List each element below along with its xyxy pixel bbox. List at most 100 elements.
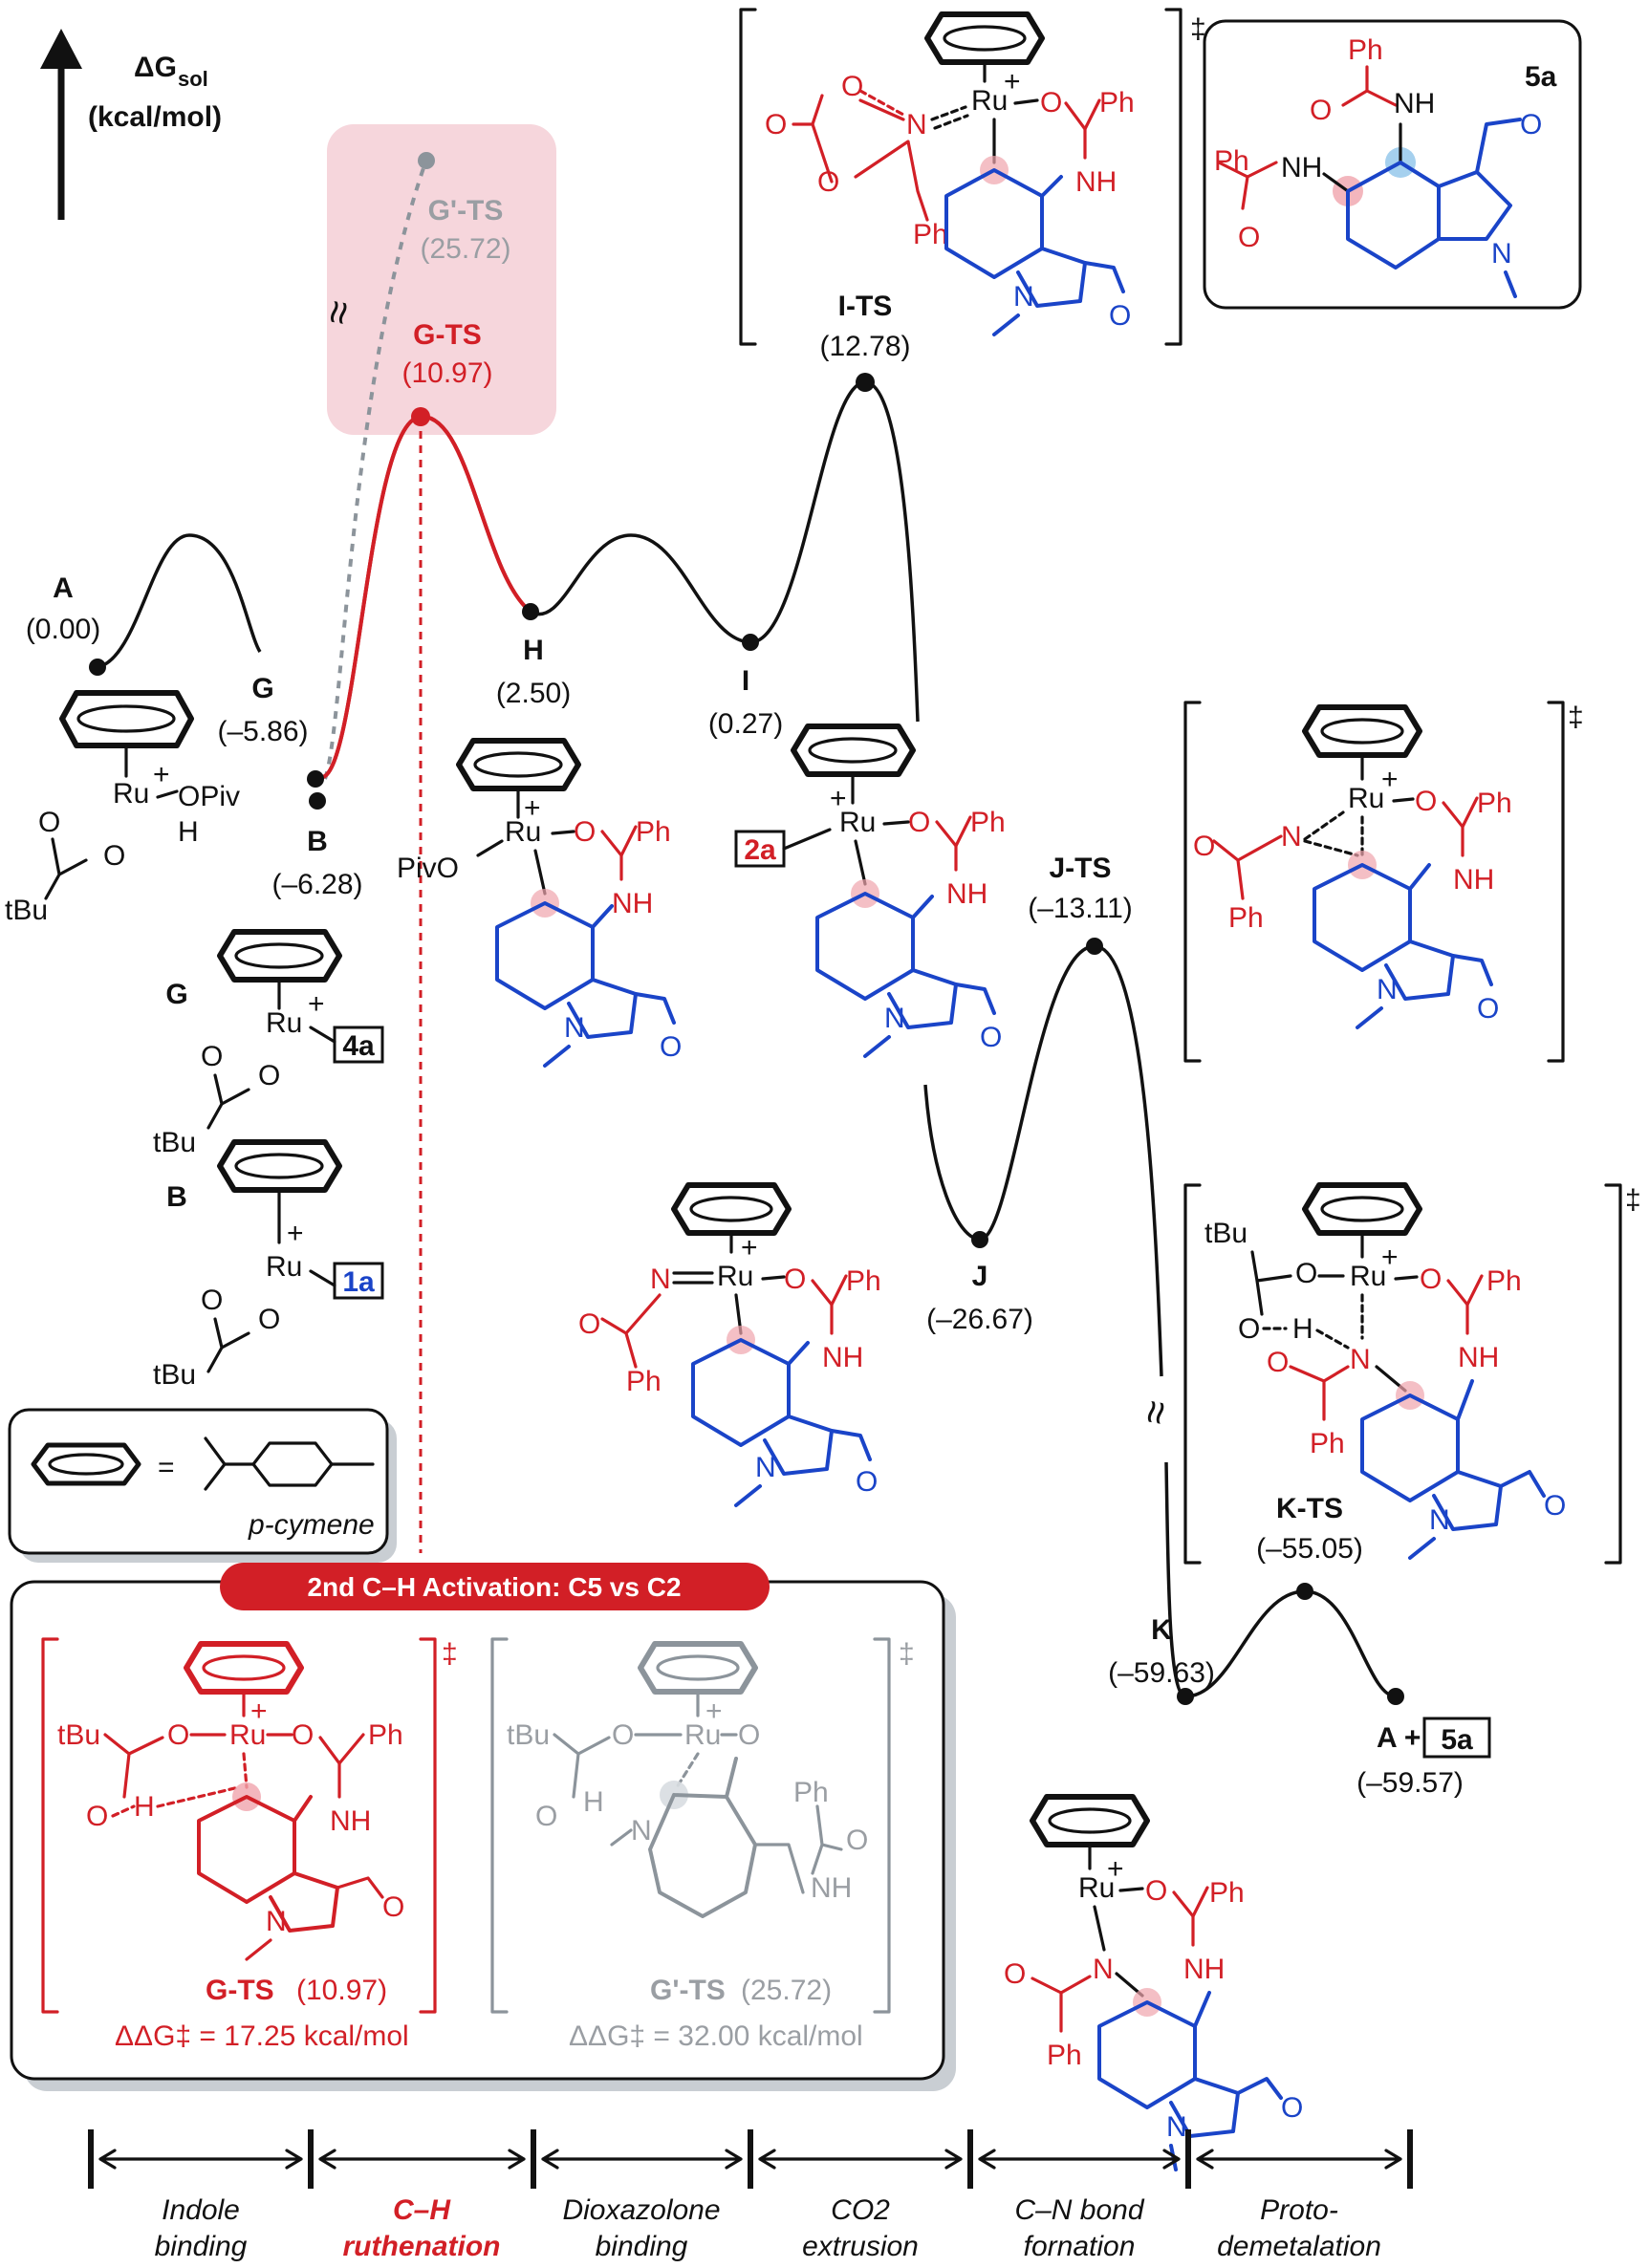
energy-J: (–26.67) [926, 1304, 1033, 1335]
point-G-prime-TS [418, 152, 435, 169]
svg-text:Ru: Ru [1350, 1261, 1386, 1292]
svg-text:‡: ‡ [1568, 702, 1584, 733]
inset-gpts-ddg: ΔΔG‡ = 32.00 kcal/mol [569, 2020, 863, 2052]
stage-6-line2: demetalation [1217, 2231, 1381, 2262]
svg-text:Ph: Ph [1486, 1265, 1522, 1297]
point-K-TS [1296, 1583, 1313, 1600]
svg-text:tBu: tBu [507, 1719, 550, 1751]
svg-text:+: + [705, 1696, 723, 1727]
svg-text:Ru: Ru [266, 1251, 302, 1283]
stage-6-line1: Proto- [1260, 2194, 1338, 2226]
stage-bar: Indole binding C–H ruthenation Dioxazolo… [88, 2129, 1413, 2262]
structure-K-TS: ‡ Ru + O Ph NH tBu O O H N O Ph N O [1183, 1182, 1641, 1565]
svg-text:O: O [1520, 109, 1542, 140]
svg-text:tBu: tBu [153, 1359, 196, 1391]
label-final: A + [1377, 1722, 1421, 1754]
svg-text:H: H [583, 1786, 604, 1818]
svg-text:O: O [574, 816, 596, 848]
svg-text:O: O [1415, 786, 1437, 817]
svg-text:NH: NH [1453, 864, 1494, 896]
svg-text:Ru: Ru [266, 1007, 302, 1039]
svg-text:4a: 4a [342, 1030, 375, 1062]
svg-text:O: O [1267, 1347, 1289, 1378]
svg-text:Ru: Ru [684, 1719, 721, 1751]
point-final [1387, 1688, 1404, 1705]
svg-text:NH: NH [612, 888, 653, 919]
structure-B-inset: B Ru + 1a O O tBu [153, 1139, 384, 1391]
axis-label: ΔG [134, 52, 177, 83]
svg-text:O: O [1238, 1313, 1260, 1345]
product-5a-structure: 5a Ph O NH NH Ph O N O [1203, 19, 1582, 310]
cymene-legend: = p-cymene [8, 1408, 397, 1563]
svg-text:+: + [287, 1218, 304, 1249]
inset-gts-ddg: ΔΔG‡ = 17.25 kcal/mol [115, 2020, 409, 2052]
label-K-TS: K-TS [1276, 1493, 1343, 1524]
svg-text:O: O [167, 1719, 189, 1751]
label-I-TS: I-TS [838, 291, 893, 322]
stage-4-line2: extrusion [802, 2231, 919, 2262]
point-I-TS [856, 373, 875, 392]
svg-text:Ph: Ph [368, 1719, 403, 1751]
svg-text:O: O [1004, 1958, 1026, 1990]
inset-gts-energy: (10.97) [296, 1975, 387, 2006]
svg-text:O: O [856, 1466, 878, 1498]
svg-text:5a: 5a [1525, 61, 1557, 93]
svg-text:O: O [1145, 1875, 1167, 1907]
svg-text:O: O [578, 1308, 600, 1340]
svg-text:N: N [1093, 1954, 1114, 1985]
svg-text:PivO: PivO [397, 853, 459, 884]
break-mark-2: ≈ [1131, 1397, 1181, 1428]
svg-text:Ph: Ph [1228, 902, 1264, 934]
svg-text:N: N [755, 1452, 776, 1483]
svg-text:+: + [830, 783, 847, 814]
energy-final: (–59.57) [1356, 1767, 1464, 1799]
inset-gpts-energy: (25.72) [741, 1975, 832, 2006]
structure-A: Ru + OPiv H O O tBu [5, 690, 240, 926]
svg-text:N: N [1281, 821, 1302, 853]
svg-text:O: O [201, 1285, 223, 1316]
svg-text:NH: NH [1458, 1342, 1499, 1373]
profile-curves [97, 162, 1397, 1698]
svg-text:O: O [908, 807, 930, 838]
svg-text:NH: NH [1183, 1954, 1225, 1985]
svg-text:Ph: Ph [1214, 145, 1249, 177]
svg-text:O: O [258, 1060, 280, 1091]
svg-text:Ph: Ph [913, 219, 948, 250]
label-A: A [53, 572, 74, 604]
svg-text:O: O [1477, 993, 1499, 1025]
svg-text:NH: NH [1281, 152, 1322, 184]
inset-gts-structure: ‡ Ru + O O Ph NH tBu O H N [41, 1637, 458, 2014]
svg-text:Ph: Ph [1477, 788, 1512, 819]
svg-text:Ph: Ph [1047, 2040, 1082, 2071]
svg-text:NH: NH [1394, 88, 1435, 119]
svg-text:N: N [1377, 974, 1398, 1005]
point-J [971, 1231, 988, 1248]
point-G [307, 770, 324, 788]
svg-text:Ru: Ru [1078, 1872, 1115, 1904]
svg-text:Ru: Ru [229, 1719, 266, 1751]
svg-text:NH: NH [946, 878, 987, 910]
svg-text:O: O [660, 1031, 682, 1063]
svg-text:N: N [266, 1906, 287, 1937]
svg-text:‡: ‡ [899, 1638, 915, 1670]
svg-text:NH: NH [330, 1805, 371, 1837]
svg-text:O: O [201, 1041, 223, 1072]
svg-text:+: + [741, 1232, 758, 1264]
stage-1-line1: Indole [162, 2194, 240, 2226]
structure-I: Ru + 2a O Ph NH N O [734, 724, 1006, 1058]
product-5a-box [1422, 1717, 1491, 1759]
svg-text:B: B [166, 1181, 187, 1213]
svg-text:Ru: Ru [717, 1261, 753, 1292]
label-G-TS: G-TS [413, 319, 482, 351]
structure-H: Ru + PivO O Ph NH N O [397, 738, 682, 1068]
svg-text:O: O [738, 1719, 760, 1751]
energy-K-TS: (–55.05) [1256, 1533, 1363, 1565]
svg-text:+: + [250, 1696, 268, 1727]
structure-J: Ru + N O Ph NH O Ph N O [578, 1182, 881, 1507]
label-B: B [307, 826, 328, 857]
svg-text:O: O [535, 1801, 557, 1832]
svg-text:Ph: Ph [846, 1265, 881, 1297]
svg-text:O: O [103, 840, 125, 872]
svg-text:+: + [1107, 1853, 1124, 1885]
svg-text:‡: ‡ [442, 1638, 458, 1670]
